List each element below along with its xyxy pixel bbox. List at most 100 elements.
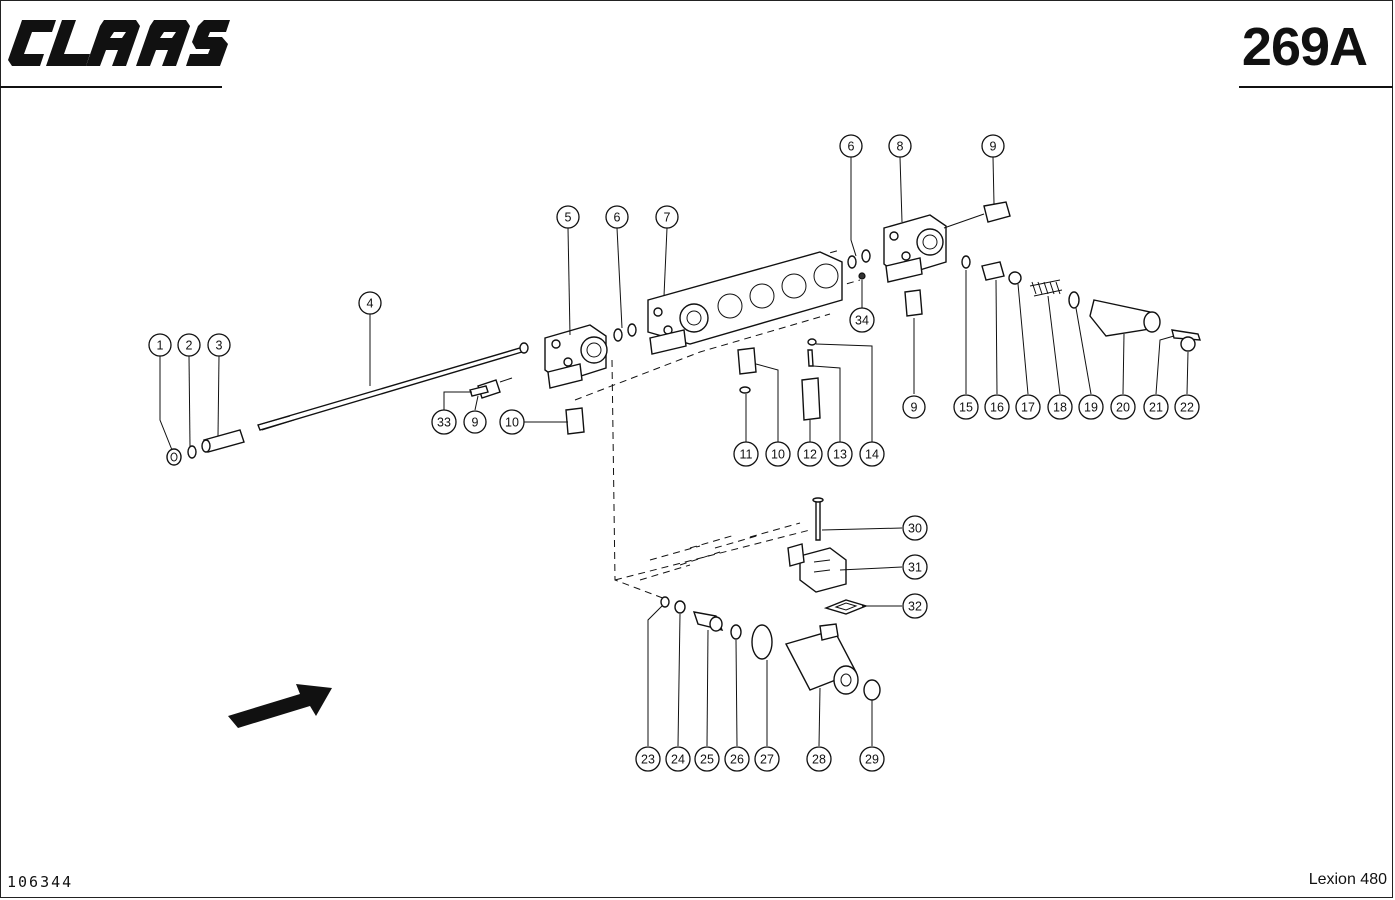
- callout-2: 2: [177, 333, 201, 357]
- svg-text:34: 34: [855, 314, 869, 328]
- part-washer-2: [187, 445, 197, 459]
- svg-text:18: 18: [1053, 401, 1067, 415]
- callout-22: 22: [1174, 394, 1200, 420]
- callout-23: 23: [635, 746, 661, 772]
- svg-text:33: 33: [437, 416, 451, 430]
- part-gasket-32: [823, 599, 869, 615]
- part-oring-24: [674, 600, 686, 614]
- part-screw-30: [812, 497, 824, 541]
- callout-27: 27: [754, 746, 780, 772]
- part-pin-13: [807, 349, 814, 367]
- svg-text:31: 31: [908, 561, 922, 575]
- sheet-code: 269A: [1241, 17, 1368, 77]
- part-fitting-10-left: [565, 407, 585, 435]
- part-sleeve-3: [201, 429, 245, 453]
- svg-text:12: 12: [803, 448, 817, 462]
- callout-17: 17: [1015, 394, 1041, 420]
- part-solenoid-28: [784, 623, 859, 695]
- part-plug-12: [801, 377, 821, 421]
- svg-text:16: 16: [990, 401, 1004, 415]
- part-oring-14: [807, 338, 817, 346]
- svg-text:25: 25: [700, 753, 714, 767]
- callout-19: 19: [1078, 394, 1104, 420]
- direction-arrow-icon: [228, 684, 332, 728]
- svg-text:11: 11: [740, 448, 753, 462]
- callout-3: 3: [207, 333, 231, 357]
- callout-7: 7: [655, 205, 679, 229]
- svg-text:1: 1: [157, 339, 164, 353]
- callout-8: 8: [888, 134, 912, 158]
- svg-text:21: 21: [1149, 401, 1163, 415]
- callout-6-left: 6: [605, 205, 629, 229]
- callout-10-right: 10: [765, 441, 791, 467]
- part-fitting-10-right: [737, 347, 757, 375]
- svg-text:2: 2: [186, 339, 193, 353]
- part-screw-33: [469, 385, 489, 397]
- callout-15: 15: [953, 394, 979, 420]
- part-bolt-25: [692, 611, 724, 632]
- part-valve-manifold-7: [647, 251, 843, 355]
- callout-5: 5: [556, 205, 580, 229]
- callout-6-right: 6: [839, 134, 863, 158]
- svg-text:9: 9: [990, 140, 997, 154]
- part-oring-19: [1068, 291, 1080, 309]
- callout-12: 12: [797, 441, 823, 467]
- svg-text:20: 20: [1116, 401, 1130, 415]
- callout-1: 1: [148, 333, 172, 357]
- callout-33: 33: [431, 409, 457, 435]
- part-fitting-9-top: [943, 201, 1011, 229]
- svg-text:19: 19: [1084, 401, 1098, 415]
- svg-text:10: 10: [505, 416, 519, 430]
- svg-text:7: 7: [664, 211, 671, 225]
- svg-text:32: 32: [908, 600, 922, 614]
- part-screw-21: [1171, 329, 1201, 341]
- callout-13: 13: [827, 441, 853, 467]
- svg-text:5: 5: [565, 211, 572, 225]
- callout-20: 20: [1110, 394, 1136, 420]
- svg-text:17: 17: [1021, 401, 1035, 415]
- part-oring-26: [730, 624, 742, 640]
- svg-text:26: 26: [730, 753, 744, 767]
- callout-16: 16: [984, 394, 1010, 420]
- callout-29: 29: [859, 746, 885, 772]
- callout-26: 26: [724, 746, 750, 772]
- part-orings-6-left: [613, 323, 637, 342]
- callout-28: 28: [806, 746, 832, 772]
- part-cap-20: [1089, 299, 1161, 337]
- header-rule-right: [1239, 86, 1393, 88]
- svg-text:9: 9: [472, 416, 479, 430]
- svg-text:27: 27: [760, 753, 774, 767]
- svg-text:6: 6: [614, 211, 621, 225]
- part-nut-17: [1008, 271, 1022, 285]
- svg-text:4: 4: [367, 297, 374, 311]
- part-tie-rod-4: [257, 342, 529, 431]
- part-fitting-9-bottom: [904, 289, 923, 317]
- callout-9-left: 9: [463, 410, 487, 434]
- callout-9-bottom: 9: [902, 395, 926, 419]
- svg-text:10: 10: [771, 448, 785, 462]
- callout-21: 21: [1143, 394, 1169, 420]
- part-oring-27: [751, 624, 773, 660]
- svg-text:3: 3: [216, 339, 223, 353]
- part-oring-23: [660, 596, 670, 608]
- callout-9-top: 9: [981, 134, 1005, 158]
- callout-30: 30: [902, 515, 928, 541]
- callout-18: 18: [1047, 394, 1073, 420]
- part-valve-block-8: [883, 214, 947, 283]
- callout-24: 24: [665, 746, 691, 772]
- svg-text:30: 30: [908, 522, 922, 536]
- svg-text:15: 15: [959, 401, 973, 415]
- svg-text:14: 14: [865, 448, 879, 462]
- model-name: Lexion 480: [1308, 871, 1387, 888]
- callout-32: 32: [902, 593, 928, 619]
- svg-text:22: 22: [1180, 401, 1194, 415]
- part-oring-15: [961, 255, 971, 269]
- drawing-number: 106344: [7, 873, 74, 891]
- leader-lines: [159, 156, 1189, 747]
- svg-text:28: 28: [812, 753, 826, 767]
- svg-text:8: 8: [897, 140, 904, 154]
- callout-31: 31: [902, 554, 928, 580]
- svg-text:9: 9: [911, 401, 918, 415]
- svg-text:24: 24: [671, 753, 685, 767]
